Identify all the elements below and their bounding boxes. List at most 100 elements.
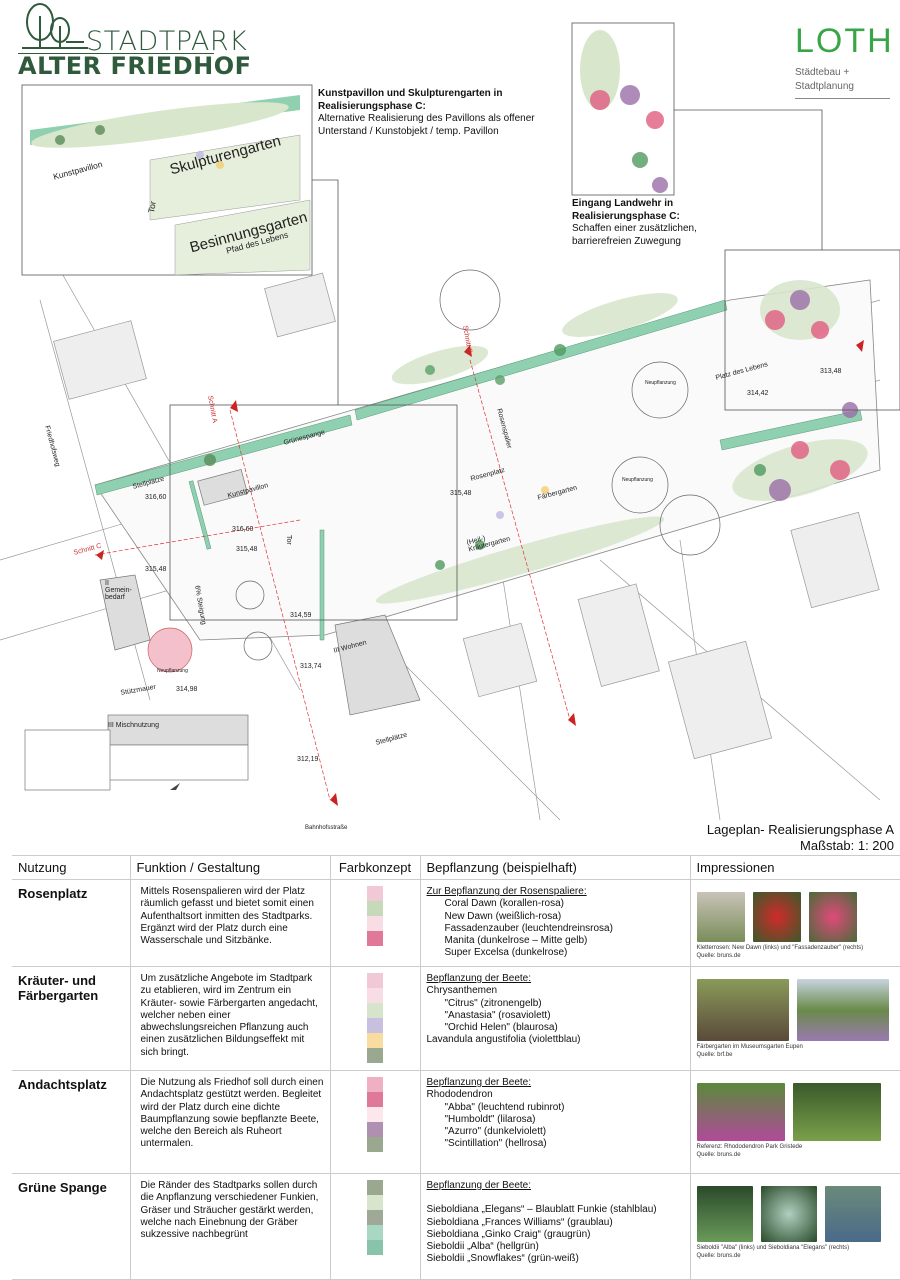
inset-left-caption: Kunstpavillon und Skulpturengarten in Re…: [318, 88, 558, 138]
color-swatch: [367, 1210, 383, 1225]
inset-right-caption: Eingang Landwehr in Realisierungsphase C…: [572, 198, 732, 248]
level-9: 312,19: [297, 756, 319, 763]
tree-logo-icon: [22, 3, 88, 49]
label-neupflanzung-2: Neupflanzung: [645, 380, 676, 386]
color-swatch: [367, 1225, 383, 1240]
header-impressionen: Impressionen: [689, 855, 900, 880]
plant-item: "Humboldt" (lilarosa): [444, 1113, 536, 1125]
color-swatch: [367, 931, 383, 946]
firm-logo: LOTH: [795, 22, 894, 60]
photo-rose-fassadenzauber: [808, 892, 857, 942]
table-header: Nutzung Funktion / Gestaltung Farbkonzep…: [12, 855, 900, 880]
row-name: Kräuter- und Färbergarten: [12, 966, 130, 1071]
level-4: 315,48: [145, 566, 167, 573]
inset-right-text: Schaffen einer zusätzlichen, barrierefre…: [572, 223, 697, 247]
plant-item: "Azurro" (dunkelviolett): [444, 1126, 547, 1138]
table-row: Grüne Spange Die Ränder des Stadtparks s…: [12, 1173, 900, 1280]
label-bahnhofsstrasse: Bahnhofsstraße: [305, 825, 348, 831]
row-function: Die Nutzung als Friedhof soll durch eine…: [129, 1070, 330, 1174]
row-plants: Bepflanzung der Beete:Sieboldiana „Elega…: [419, 1173, 690, 1280]
plant-item: Sieboldii „Snowflakes“ (grün-weiß): [426, 1253, 579, 1265]
header-nutzung: Nutzung: [12, 855, 130, 880]
color-swatch: [367, 1033, 383, 1048]
legend-table: Nutzung Funktion / Gestaltung Farbkonzep…: [12, 855, 900, 1280]
plant-list: "Abba" (leuchtend rubinrot)"Humboldt" (l…: [427, 1102, 684, 1151]
color-swatch: [367, 1137, 383, 1152]
color-swatch: [367, 1048, 383, 1063]
header-farbkonzept: Farbkonzept: [329, 855, 420, 880]
plant-item: Coral Dawn (korallen-rosa): [444, 898, 564, 910]
photo-rose-red: [752, 892, 801, 942]
color-swatches: [329, 1070, 420, 1174]
photo-source: Quelle: bruns.de: [696, 1253, 741, 1259]
plant-item: Sieboldiana „Ginko Craig“ (graugrün): [426, 1228, 591, 1240]
table-row: Rosenplatz Mittels Rosenspalieren wird d…: [12, 879, 900, 967]
plant-extra: Lavandula angustifolia (violettblau): [426, 1034, 581, 1046]
photo-caption: Referenz: Rhododendron Park Gristede: [696, 1144, 803, 1150]
logo-stadtpark: STADTPARK: [86, 26, 248, 57]
photo-caption: Färbergarten im Museumsgarten Eupen: [696, 1044, 803, 1050]
plant-item: Sieboldiana „Frances Williams“ (graublau…: [426, 1216, 613, 1228]
photo-caption: Sieboldii "Alba" (links) und Sieboldiana…: [696, 1245, 850, 1251]
color-swatch: [367, 901, 383, 916]
plant-item: "Abba" (leuchtend rubinrot): [444, 1101, 565, 1113]
photo-source: Quelle: bruns.de: [696, 953, 741, 959]
color-swatch: [367, 1240, 383, 1255]
row-plants: Bepflanzung der Beete:Chrysanthemen"Citr…: [419, 966, 690, 1071]
site-plan: [0, 22, 900, 821]
row-function: Die Ränder des Stadtparks sollen durch d…: [129, 1173, 330, 1280]
header-bepflanzung: Bepflanzung (beispielhaft): [419, 855, 690, 880]
color-swatch: [367, 973, 383, 988]
row-function: Mittels Rosenspalieren wird der Platz rä…: [129, 879, 330, 967]
row-name: Andachtsplatz: [12, 1070, 130, 1174]
color-swatch: [367, 1122, 383, 1137]
level-1: 316,60: [145, 494, 167, 501]
plant-item: Manita (dunkelrose – Mitte gelb): [444, 935, 588, 947]
plant-item: "Orchid Helen" (blaurosa): [444, 1022, 558, 1034]
plant-heading: Bepflanzung der Beete:: [426, 1180, 532, 1191]
logo-alter-friedhof: ALTER FRIEDHOF: [18, 52, 252, 80]
level-10: 314,42: [747, 390, 769, 397]
photo-caption: Kletterrosen: New Dawn (links) und "Fass…: [696, 945, 864, 951]
photo-hosta-2: [760, 1186, 817, 1242]
plant-item: "Scintillation" (hellrosa): [444, 1138, 547, 1150]
plant-item: Super Excelsa (dunkelrose): [444, 947, 568, 959]
color-swatch: [367, 1107, 383, 1122]
color-swatch: [367, 1195, 383, 1210]
photo-hosta-1: [696, 1186, 753, 1242]
label-neupflanzung-3: Neupflanzung: [622, 477, 653, 483]
photo-source: Quelle: brf.be: [696, 1052, 733, 1058]
level-5: 315,48: [450, 490, 472, 497]
level-3: 315,48: [236, 546, 258, 553]
impressions: Kletterrosen: New Dawn (links) und "Fass…: [689, 879, 900, 967]
plan-scale: Maßstab: 1: 200: [800, 838, 894, 853]
label-neupflanzung: Neupflanzung: [157, 668, 188, 674]
impressions: Sieboldii "Alba" (links) und Sieboldiana…: [689, 1173, 900, 1280]
color-swatch: [367, 1077, 383, 1092]
row-name: Rosenplatz: [12, 879, 130, 967]
level-7: 314,59: [290, 612, 312, 619]
firm-subtitle: Städtebau +Stadtplanung: [795, 66, 890, 99]
inset-label-tor: Tor: [146, 200, 158, 214]
row-function: Um zusätzliche Angebote im Stadtpark zu …: [129, 966, 330, 1071]
color-swatch: [367, 1003, 383, 1018]
color-swatch: [367, 886, 383, 901]
inset-left-text: Alternative Realisierung des Pavillons a…: [318, 113, 535, 137]
table-row: Kräuter- und Färbergarten Um zusätzliche…: [12, 966, 900, 1071]
plant-group: Rhododendron: [426, 1089, 493, 1101]
plant-item: New Dawn (weißlich-rosa): [444, 910, 562, 922]
level-2: 316,60: [232, 526, 254, 533]
inset-right-title: Eingang Landwehr in Realisierungsphase C…: [572, 198, 680, 222]
color-swatch: [367, 1092, 383, 1107]
plant-list: Coral Dawn (korallen-rosa)New Dawn (weiß…: [427, 898, 684, 959]
plan-title: Lageplan- Realisierungsphase A: [706, 822, 894, 837]
row-name: Grüne Spange: [12, 1173, 130, 1280]
color-swatch: [367, 988, 383, 1003]
color-swatch: [367, 916, 383, 931]
color-swatches: [329, 1173, 420, 1280]
plant-group: Chrysanthemen: [426, 985, 498, 997]
plant-item: "Anastasia" (rosaviolett): [444, 1009, 551, 1021]
label-gemeinbedarf: II Gemein-bedarf: [105, 580, 132, 601]
